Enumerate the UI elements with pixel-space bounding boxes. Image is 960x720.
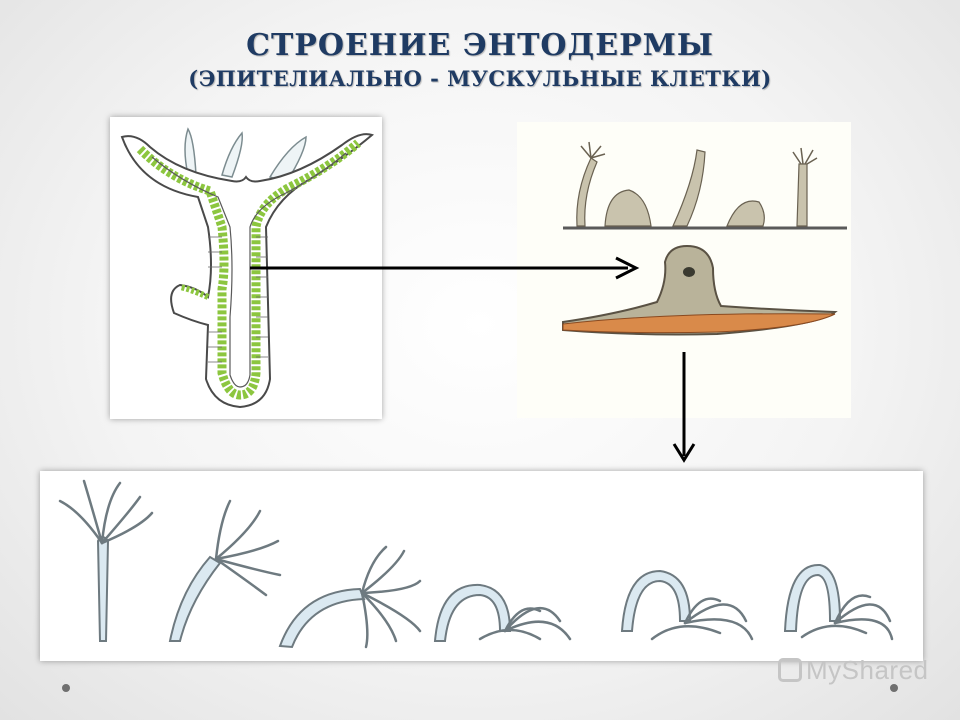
watermark-text: MyShared [806, 655, 929, 685]
watermark-logo: MyShared [778, 655, 929, 686]
hydra-section-image [110, 117, 382, 419]
slide-title: СТРОЕНИЕ ЭНТОДЕРМЫ [246, 28, 714, 63]
bullet-icon [890, 684, 898, 692]
myshared-logo-icon [778, 658, 802, 682]
slide-subtitle: (ЭПИТЕЛИАЛЬНО - МУСКУЛЬНЫЕ КЛЕТКИ) [188, 66, 772, 91]
epithelial-muscle-cell-image [517, 122, 851, 418]
hydra-movement-image [40, 471, 923, 661]
bullet-icon [62, 684, 70, 692]
